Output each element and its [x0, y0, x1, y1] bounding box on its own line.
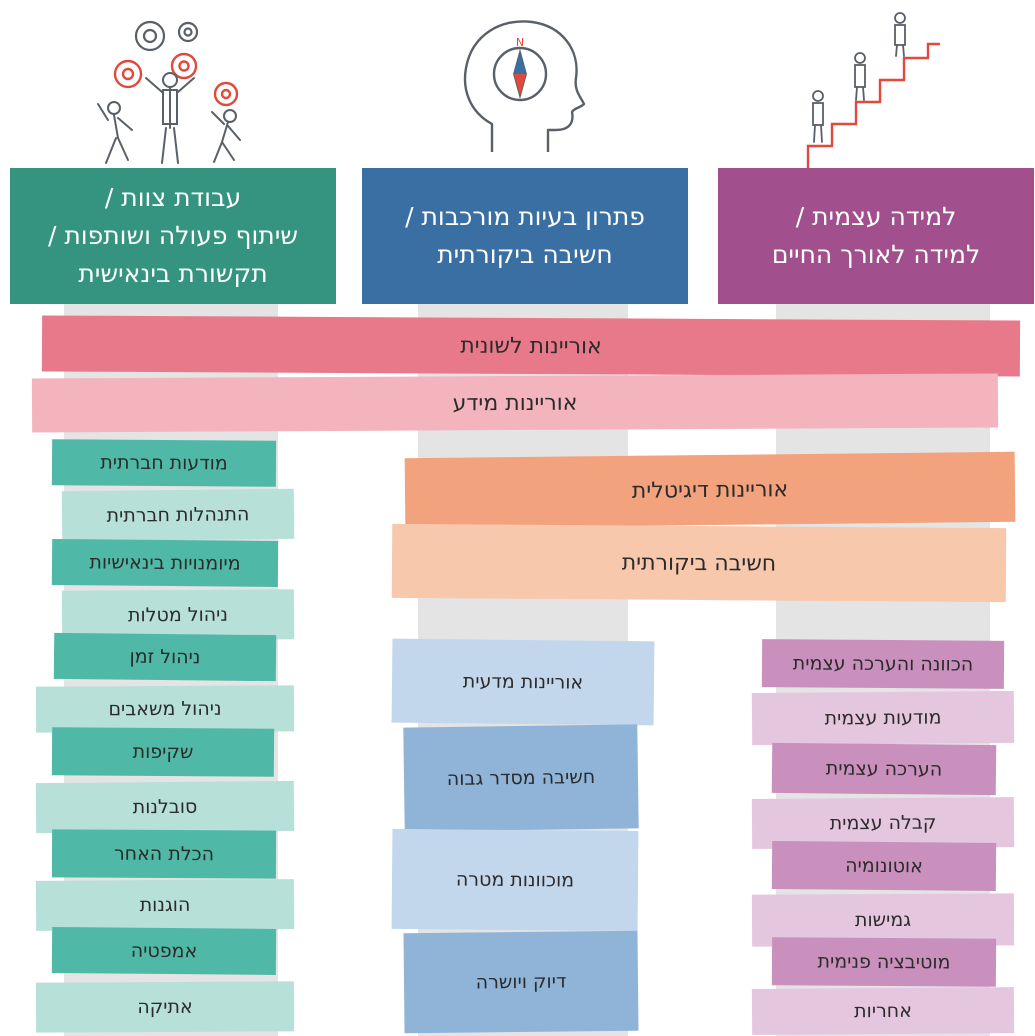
heading-teamwork-line-1: עבודת צוות / [104, 183, 242, 212]
skill-tile: שקיפות [51, 727, 275, 777]
skill-label: מוטיבציה פנימית [817, 950, 951, 974]
skill-tile: אחריות [751, 987, 1015, 1035]
band-language-literacy: אוריינות לשונית [41, 315, 1021, 377]
skill-tile: אוטונומיה [771, 841, 997, 891]
heading-self-learning: למידה עצמית / למידה לאורך החיים [718, 168, 1034, 304]
skill-tile: חשיבה מסדר גבוה [403, 724, 639, 832]
skill-label: הכלת האחר [113, 842, 215, 866]
skill-label: הערכה עצמית [825, 757, 943, 781]
skill-tile: מודעות עצמית [751, 690, 1015, 746]
skill-label: ניהול מטלות [127, 603, 229, 627]
heading-teamwork: עבודת צוות / שיתוף פעולה ושותפות / תקשור… [10, 168, 336, 304]
heading-teamwork-line-2: שיתוף פעולה ושותפות / [47, 221, 299, 250]
stairs-climbing-icon [806, 12, 940, 168]
skill-label: התנהלות חברתית [106, 503, 250, 527]
skill-label: ניהול זמן [129, 645, 201, 669]
band-language-label: אוריינות לשונית [460, 333, 602, 359]
skill-tile: אתיקה [35, 981, 295, 1033]
skill-tile: הוגנות [35, 879, 295, 931]
skill-tile: אמפטיה [51, 927, 277, 975]
head-compass-icon: N [463, 20, 586, 152]
skill-label: אוטונומיה [845, 854, 923, 878]
skill-label: מודעות עצמית [824, 706, 942, 730]
heading-learning-line-1: למידה עצמית / [795, 202, 957, 231]
band-information-label: אוריינות מידע [452, 390, 578, 416]
heading-problem-solving: פתרון בעיות מורכבות / חשיבה ביקורתית [362, 168, 688, 304]
skill-label: אחריות [854, 999, 912, 1023]
skill-label: סובלנות [132, 795, 198, 819]
skill-label: קבלה עצמית [829, 811, 937, 835]
skill-tile: מודעות חברתית [51, 439, 277, 487]
band-digital-literacy: אוריינות דיגיטלית [404, 451, 1016, 529]
skill-label: גמישות [854, 908, 912, 932]
skill-tile: ניהול זמן [53, 632, 277, 682]
skill-tile: מיומנויות בינאישיות [51, 539, 279, 587]
skill-tile: הכלת האחר [51, 829, 277, 879]
skill-tile: אוריינות מדעית [391, 638, 655, 726]
compass-north-label: N [516, 36, 524, 49]
skill-tile: דיוק ויושרה [403, 930, 639, 1034]
skill-label: מוכוונות מטרה [455, 868, 575, 892]
skill-tile: הערכה עצמית [771, 742, 997, 796]
skill-tile: ניהול משאבים [35, 685, 295, 733]
skill-tile: סובלנות [35, 780, 295, 834]
heading-problem-line-1: פתרון בעיות מורכבות / [405, 202, 645, 231]
skill-tile: מוכוונות מטרה [391, 828, 639, 932]
heading-problem-line-2: חשיבה ביקורתית [437, 240, 613, 269]
skill-label: חשיבה מסדר גבוה [446, 765, 596, 791]
skill-label: אתיקה [137, 995, 193, 1019]
skill-label: הוגנות [139, 893, 191, 917]
band-digital-label: אוריינות דיגיטלית [631, 476, 789, 504]
heading-teamwork-line-3: תקשורת בינאישית [78, 259, 268, 288]
skill-tile: התנהלות חברתית [61, 488, 295, 542]
skill-label: אמפטיה [130, 939, 198, 963]
skill-label: מיומנויות בינאישיות [89, 551, 241, 575]
skill-label: אוריינות מדעית [462, 670, 584, 694]
skill-label: הכוונה והערכה עצמית [792, 652, 974, 676]
band-critical-label: חשיבה ביקורתית [621, 549, 777, 577]
skill-tile: הכוונה והערכה עצמית [761, 639, 1005, 689]
band-information-literacy: אוריינות מידע [31, 373, 999, 433]
skill-label: דיוק ויושרה [475, 970, 567, 994]
heading-learning-line-2: למידה לאורך החיים [771, 240, 981, 269]
skill-tile: מוטיבציה פנימית [771, 937, 997, 987]
band-critical-thinking: חשיבה ביקורתית [391, 523, 1007, 603]
team-gears-icon [97, 20, 241, 164]
skill-label: שקיפות [132, 740, 194, 764]
skill-label: ניהול משאבים [108, 697, 222, 721]
skill-label: מודעות חברתית [100, 451, 228, 475]
